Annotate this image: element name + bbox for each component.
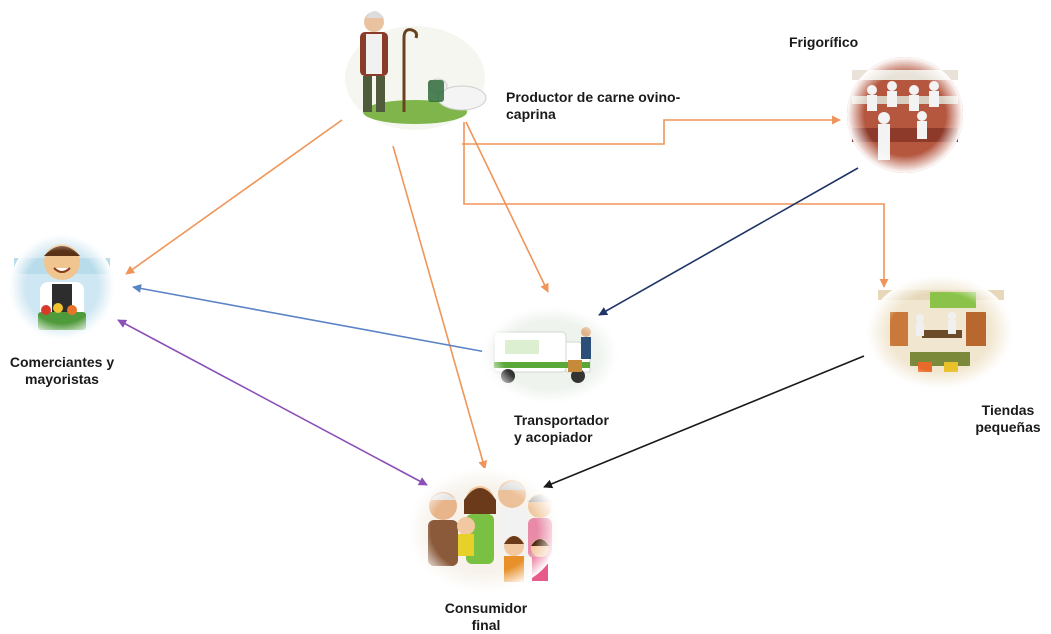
productor-label-line2: caprina	[506, 106, 556, 122]
tiendas-label-line1: Tiendas	[981, 402, 1035, 418]
frigorifico-illustration	[847, 57, 963, 173]
transportador-label-line2: y acopiador	[514, 429, 593, 445]
consumidor-label: Consumidor final	[440, 600, 532, 634]
comerciantes-illustration	[10, 235, 114, 339]
comerciantes-label: Comerciantes y mayoristas	[0, 354, 124, 388]
consumidor-label-line1: Consumidor	[444, 600, 528, 616]
arrow-tiendas-to-consumidor	[543, 355, 865, 489]
arrow-productor-to-transportador	[465, 121, 549, 293]
frigorifico-label-text: Frigorífico	[789, 34, 859, 50]
transportador-illustration	[482, 307, 618, 403]
arrow-productor-to-consumidor	[392, 145, 488, 470]
consumidor-illustration	[408, 468, 560, 592]
arrow-comerciantes-to-consumidor	[117, 319, 428, 486]
tiendas-label: Tiendas pequeñas	[972, 402, 1044, 436]
tiendas-illustration	[868, 276, 1012, 388]
productor-label-line1: Productor de carne ovino-	[506, 89, 681, 105]
comerciantes-label-line2: mayoristas	[25, 371, 99, 387]
arrows	[117, 115, 889, 489]
productor-illustration	[345, 11, 487, 130]
transportador-label-line1: Transportador	[514, 412, 609, 428]
transportador-label: Transportador y acopiador	[514, 412, 609, 446]
arrow-productor-to-frigorifico	[462, 115, 841, 145]
frigorifico-label: Frigorífico	[789, 34, 858, 51]
arrow-transportador-to-comerciantes	[132, 284, 487, 353]
arrow-productor-to-tiendas	[463, 122, 889, 288]
productor-label: Productor de carne ovino- caprina	[506, 89, 680, 123]
arrow-frigorifico-to-transportador	[598, 167, 859, 316]
comerciantes-label-line1: Comerciantes y	[9, 354, 115, 370]
arrow-productor-to-comerciantes	[125, 119, 343, 275]
tiendas-label-line2: pequeñas	[975, 419, 1041, 435]
consumidor-label-line2: final	[471, 617, 501, 633]
